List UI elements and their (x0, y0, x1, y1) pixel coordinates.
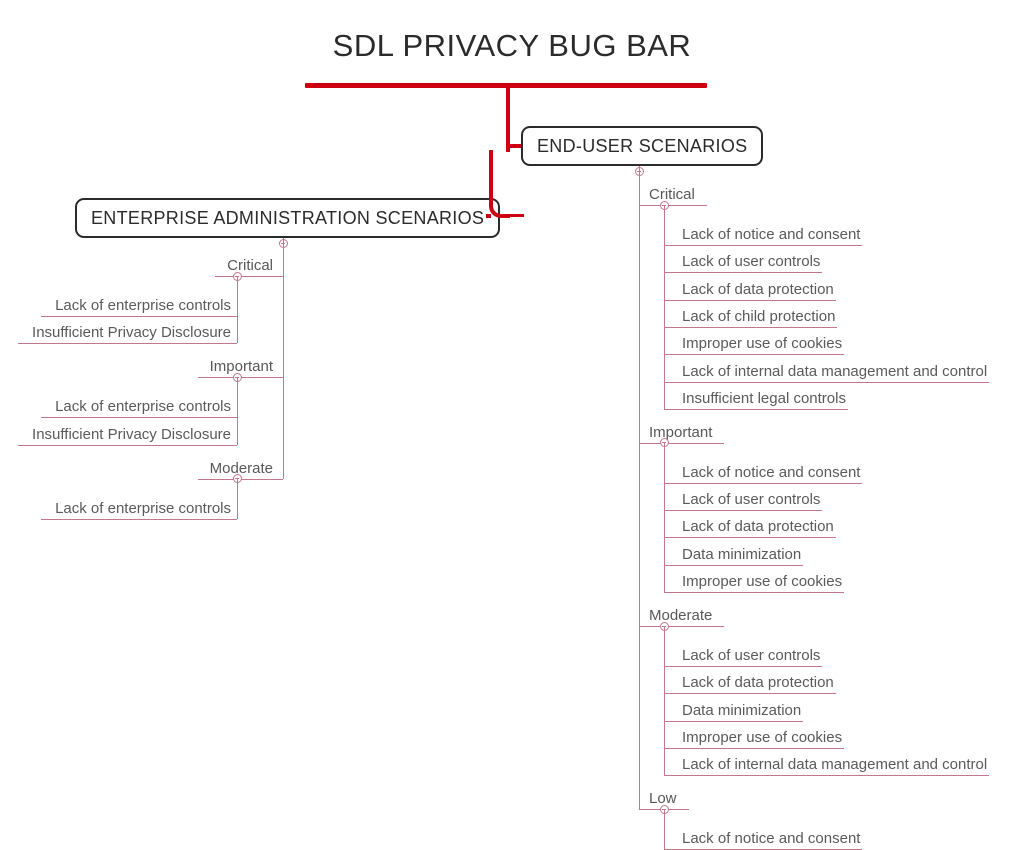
category-label-enduser-critical[interactable]: Critical (649, 186, 695, 203)
category-label-enduser-low[interactable]: Low (649, 790, 677, 808)
category-label-enterprise-moderate[interactable]: Moderate (209, 459, 273, 477)
leaf-item[interactable]: Improper use of cookies (682, 573, 843, 590)
leaf-underline (664, 720, 804, 722)
leaf-item[interactable]: Lack of enterprise controls (55, 499, 231, 517)
leaf-item[interactable]: Lack of user controls (682, 491, 821, 509)
leaf-underline (18, 343, 237, 345)
trunk-elbow-enterprise (489, 150, 510, 218)
leaf-item[interactable]: Lack of internal data management and con… (682, 362, 988, 380)
category-underline-enduser-important (639, 442, 725, 444)
leaf-spine (237, 377, 238, 445)
leaf-underline (41, 518, 237, 520)
leaf-item[interactable]: Lack of enterprise controls (55, 297, 231, 314)
leaf-item[interactable]: Lack of data protection (682, 518, 834, 536)
trunk-connector-enduser (506, 144, 528, 148)
category-underline-enduser-critical (639, 205, 707, 206)
leaf-item[interactable]: Lack of notice and consent (682, 830, 861, 848)
leaf-item[interactable]: Lack of user controls (682, 647, 821, 664)
leaf-spine (664, 809, 665, 850)
leaf-spine (237, 478, 238, 519)
leaf-underline (664, 775, 990, 777)
leaf-spine (664, 205, 665, 409)
leaf-item[interactable]: Lack of data protection (682, 674, 834, 692)
page-title: SDL PRIVACY BUG BAR (332, 28, 692, 63)
node-end-user-scenarios[interactable]: END-USER SCENARIOS (521, 126, 764, 166)
leaf-underline (664, 245, 863, 246)
category-label-enterprise-important[interactable]: Important (209, 358, 273, 376)
leaf-underline (664, 747, 845, 749)
leaf-item[interactable]: Data minimization (682, 545, 802, 563)
leaf-underline (18, 444, 237, 446)
leaf-item[interactable]: Lack of child protection (682, 307, 836, 325)
leaf-item[interactable]: Lack of internal data management and con… (682, 756, 988, 774)
leaf-item[interactable]: Lack of notice and consent (682, 463, 861, 481)
trunk-stub-enterprise (486, 214, 491, 218)
leaf-item[interactable]: Insufficient legal controls (682, 389, 846, 407)
leaf-underline (664, 408, 848, 410)
leaf-underline (664, 537, 836, 539)
leaf-underline (664, 666, 823, 667)
leaf-underline (41, 417, 237, 419)
category-label-enduser-moderate[interactable]: Moderate (649, 607, 713, 624)
category-label-enduser-important[interactable]: Important (649, 423, 713, 441)
leaf-underline (664, 482, 863, 484)
category-underline-enterprise-critical (215, 276, 283, 277)
leaf-item[interactable]: Data minimization (682, 701, 802, 719)
leaf-spine (664, 442, 665, 592)
node-enterprise-administration-scenarios[interactable]: ENTERPRISE ADMINISTRATION SCENARIOS (75, 198, 501, 238)
leaf-underline (664, 272, 823, 274)
leaf-spine (664, 626, 665, 776)
leaf-underline (664, 326, 838, 328)
node-enterprise-administration-scenarios-label: ENTERPRISE ADMINISTRATION SCENARIOS (91, 207, 485, 228)
title-underline-bar (305, 83, 707, 88)
leaf-underline (664, 299, 836, 301)
leaf-item[interactable]: Improper use of cookies (682, 335, 843, 353)
leaf-underline (664, 354, 845, 356)
leaf-spine (237, 276, 238, 344)
branch-spine-enduser (639, 166, 640, 810)
leaf-item[interactable]: Lack of data protection (682, 280, 834, 298)
leaf-underline (664, 381, 990, 383)
leaf-underline (664, 510, 823, 512)
leaf-item[interactable]: Improper use of cookies (682, 728, 843, 746)
node-end-user-scenarios-label: END-USER SCENARIOS (537, 135, 748, 156)
root-trunk-line (506, 86, 510, 152)
branch-spine-enterprise (283, 238, 284, 479)
leaf-underline (41, 316, 237, 317)
leaf-underline (664, 693, 836, 695)
leaf-item[interactable]: Insufficient Privacy Disclosure (32, 324, 231, 342)
category-label-enterprise-critical[interactable]: Critical (227, 257, 273, 274)
category-underline-enduser-moderate (639, 626, 725, 627)
leaf-underline (664, 564, 804, 566)
leaf-item[interactable]: Insufficient Privacy Disclosure (32, 425, 231, 443)
leaf-item[interactable]: Lack of notice and consent (682, 226, 861, 243)
leaf-item[interactable]: Lack of user controls (682, 253, 821, 271)
leaf-item[interactable]: Lack of enterprise controls (55, 398, 231, 416)
leaf-underline (664, 592, 845, 593)
